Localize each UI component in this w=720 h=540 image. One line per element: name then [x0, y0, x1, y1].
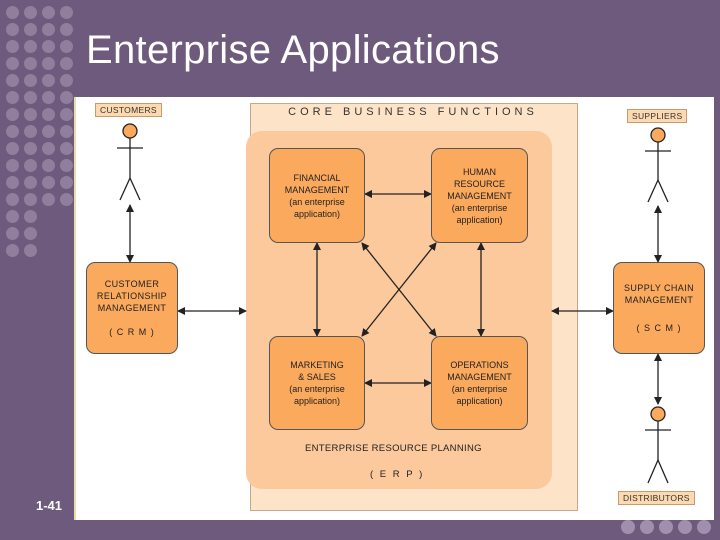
decorative-dot	[24, 6, 37, 19]
decorative-dot	[6, 159, 19, 172]
decorative-dot	[42, 142, 55, 155]
scm-box: SUPPLY CHAIN MANAGEMENT ( S C M )	[613, 262, 705, 354]
decorative-dot	[60, 6, 73, 19]
decorative-dot	[42, 57, 55, 70]
decorative-dot	[6, 244, 19, 257]
decorative-dot	[24, 142, 37, 155]
decorative-dot	[42, 125, 55, 138]
decorative-dot	[697, 520, 711, 534]
slide-number: 1-41	[36, 498, 63, 513]
decorative-dot	[24, 108, 37, 121]
decorative-dot	[24, 125, 37, 138]
decorative-dot	[621, 520, 635, 534]
decorative-dot	[24, 91, 37, 104]
decorative-dot	[6, 210, 19, 223]
decorative-dot	[60, 142, 73, 155]
decorative-dot	[24, 210, 37, 223]
decorative-dot	[42, 23, 55, 36]
arrow-hr-marketing	[361, 242, 437, 337]
distributors-label: DISTRIBUTORS	[618, 491, 695, 505]
decorative-dot	[60, 23, 73, 36]
decorative-dot	[24, 57, 37, 70]
decorative-dot	[640, 520, 654, 534]
decorative-dot	[6, 57, 19, 70]
decorative-dot	[60, 193, 73, 206]
decorative-dot	[60, 125, 73, 138]
decorative-dot	[678, 520, 692, 534]
decorative-dot	[60, 40, 73, 53]
suppliers-label: SUPPLIERS	[627, 109, 688, 123]
scm-label: SUPPLY CHAIN MANAGEMENT	[624, 283, 694, 305]
erp-abbr: ( E R P )	[370, 469, 425, 480]
decorative-dot	[6, 142, 19, 155]
decorative-dot	[659, 520, 673, 534]
decorative-dot	[24, 244, 37, 257]
scm-abbr: ( S C M )	[636, 323, 682, 333]
customer-figure-icon	[117, 123, 143, 201]
core-business-functions-title: CORE BUSINESS FUNCTIONS	[288, 106, 538, 118]
decorative-dot	[24, 193, 37, 206]
decorative-dot	[42, 176, 55, 189]
decorative-dot	[42, 6, 55, 19]
decorative-dot	[24, 176, 37, 189]
decorative-dot	[60, 108, 73, 121]
decorative-dot	[42, 193, 55, 206]
supplier-figure-icon	[645, 127, 671, 203]
decorative-dot	[6, 6, 19, 19]
decorative-dot	[6, 176, 19, 189]
decorative-dot	[6, 74, 19, 87]
decorative-dot	[60, 74, 73, 87]
decorative-dot	[24, 227, 37, 240]
decorative-dot	[42, 108, 55, 121]
erp-label: ENTERPRISE RESOURCE PLANNING	[305, 443, 482, 454]
customers-label: CUSTOMERS	[95, 103, 162, 117]
decorative-dot	[42, 40, 55, 53]
decorative-dot	[6, 227, 19, 240]
decorative-dots	[0, 0, 80, 260]
decorative-dot	[6, 40, 19, 53]
operations-management-box: OPERATIONS MANAGEMENT (an enterprise app…	[431, 336, 528, 430]
decorative-dot	[6, 23, 19, 36]
distributor-figure-icon	[645, 406, 671, 484]
crm-box: CUSTOMER RELATIONSHIP MANAGEMENT ( C R M…	[86, 262, 178, 354]
marketing-sales-box: MARKETING & SALES (an enterprise applica…	[269, 336, 365, 430]
decorative-dot	[60, 159, 73, 172]
decorative-dot	[42, 74, 55, 87]
decorative-bottom-dots	[615, 520, 720, 540]
decorative-dot	[42, 91, 55, 104]
slide-title: Enterprise Applications	[86, 28, 500, 72]
crm-abbr: ( C R M )	[109, 327, 155, 337]
decorative-dot	[6, 91, 19, 104]
human-resource-management-box: HUMAN RESOURCE MANAGEMENT (an enterprise…	[431, 148, 528, 243]
crm-label: CUSTOMER RELATIONSHIP MANAGEMENT	[96, 279, 168, 313]
decorative-dot	[6, 193, 19, 206]
decorative-dot	[6, 108, 19, 121]
decorative-dot	[24, 74, 37, 87]
decorative-dot	[24, 159, 37, 172]
decorative-dot	[60, 91, 73, 104]
decorative-dot	[42, 159, 55, 172]
decorative-dot	[60, 176, 73, 189]
decorative-dot	[60, 57, 73, 70]
decorative-dot	[24, 23, 37, 36]
decorative-dot	[24, 40, 37, 53]
decorative-dot	[6, 125, 19, 138]
financial-management-box: FINANCIAL MANAGEMENT (an enterprise appl…	[269, 148, 365, 243]
